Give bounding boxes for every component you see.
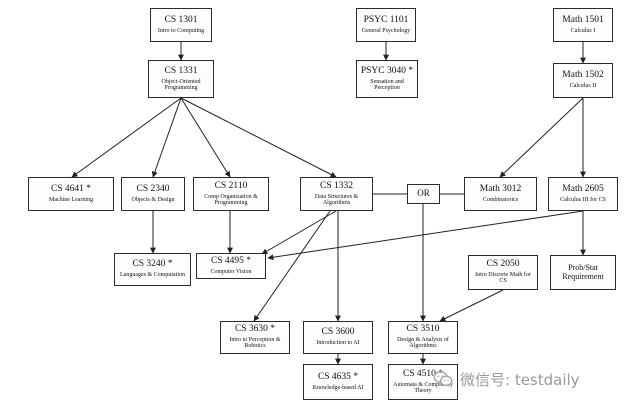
course-title: Intro Discrete Math for CS [475,272,531,285]
edge-cs1331-cs2340 [151,97,182,178]
edge-math1502-math3012 [499,97,584,178]
course-math3012: Math 3012 Combinatorics [464,177,537,211]
course-title: Intro to Perception & Robotics [229,337,281,350]
course-cs1332: CS 1332 Data Structures & Algorithms [300,177,373,211]
course-title: Design & Analysis of Algorithms [397,337,449,350]
edge-cs1332-cs3630 [253,210,331,322]
requirement-label: Prob/Stat Requirement [562,263,604,281]
course-code: CS 1331 [164,65,198,76]
course-code: CS 4641 * [50,183,92,194]
course-math1502: Math 1502 Calculus II [553,63,613,98]
course-title: Sensation and Perception [370,78,404,91]
course-code: CS 2340 [136,183,170,194]
course-title: Data Structures & Algorithms [314,193,359,206]
or-label: OR [417,188,430,199]
course-code: CS 2110 [214,180,248,191]
prob-stat-requirement: Prob/Stat Requirement [550,255,616,290]
course-psyc3040: PSYC 3040 * Sensation and Perception [356,60,418,98]
course-code: CS 4495 * [210,255,252,266]
course-title: Computer Vision [210,268,252,275]
course-title: Object-Oriented Programming [161,78,201,91]
course-title: Introduction to AI [316,340,360,347]
course-code: PSYC 1101 [363,14,409,25]
course-cs4495: CS 4495 * Computer Vision [196,253,266,279]
course-code: CS 1332 [320,180,353,191]
course-code: CS 3240 * [132,259,173,270]
course-code: PSYC 3040 * [360,65,414,76]
course-title: Comp Organization & Programming [204,193,258,206]
course-title: Automata & Complexity Theory [393,381,453,394]
course-cs3600: CS 3600 Introduction to AI [303,321,373,354]
course-code: Math 2605 [562,183,604,194]
course-code: CS 3510 [406,324,440,335]
course-cs4641: CS 4641 * Machine Learning [28,177,114,211]
course-code: CS 4635 * [317,371,359,382]
course-code: CS 2050 [486,259,520,270]
course-code: Math 1501 [562,14,604,25]
course-title: Combinatorics [482,196,519,203]
course-cs3240: CS 3240 * Languages & Computation [114,253,191,286]
edge-math2605-cs4495 [267,210,584,261]
course-math1501: Math 1501 Calculus I [553,8,613,42]
course-code: CS 3600 [321,327,355,338]
course-title: Knowledge-based AI [312,384,364,391]
course-title: Languages & Computation [120,272,185,279]
course-code: Math 1502 [562,70,604,81]
or-node: OR [407,184,440,204]
edge-cs1331-cs2110 [180,97,231,178]
watermark-text: 微信号: testdaily [460,370,580,389]
course-title: Intro to Computing [157,27,205,34]
edge-cs1331-cs1332 [180,97,337,178]
course-math2605: Math 2605 Calculus III for CS [548,177,618,211]
course-title: Machine Learning [48,196,94,203]
course-cs4635: CS 4635 * Knowledge-based AI [303,364,373,400]
course-title: Calculus I [570,27,596,34]
edge-cs1331-cs4641 [71,97,182,178]
course-title: Calculus II [569,83,597,90]
edge-cs1332-cs4495 [261,210,337,255]
course-code: CS 4510 * [402,368,444,379]
course-code: Math 3012 [479,183,522,194]
course-cs2110: CS 2110 Comp Organization & Programming [193,177,269,211]
wechat-icon [433,371,453,387]
course-cs1331: CS 1331 Object-Oriented Programming [148,60,214,98]
course-code: CS 3630 * [234,324,276,335]
course-cs3630: CS 3630 * Intro to Perception & Robotics [220,321,290,354]
course-cs3510: CS 3510 Design & Analysis of Algorithms [388,321,458,354]
course-cs1301: CS 1301 Intro to Computing [150,8,212,42]
edge-cs2050-cs3510 [439,289,504,322]
course-title: Objects & Design [131,196,175,203]
course-cs2340: CS 2340 Objects & Design [121,177,185,211]
course-code: CS 1301 [164,14,198,25]
course-title: General Psychology [361,27,411,34]
course-psyc1101: PSYC 1101 General Psychology [356,8,416,42]
watermark: 微信号: testdaily [432,366,638,392]
course-cs2050: CS 2050 Intro Discrete Math for CS [468,255,538,290]
course-title: Calculus III for CS [560,196,606,203]
